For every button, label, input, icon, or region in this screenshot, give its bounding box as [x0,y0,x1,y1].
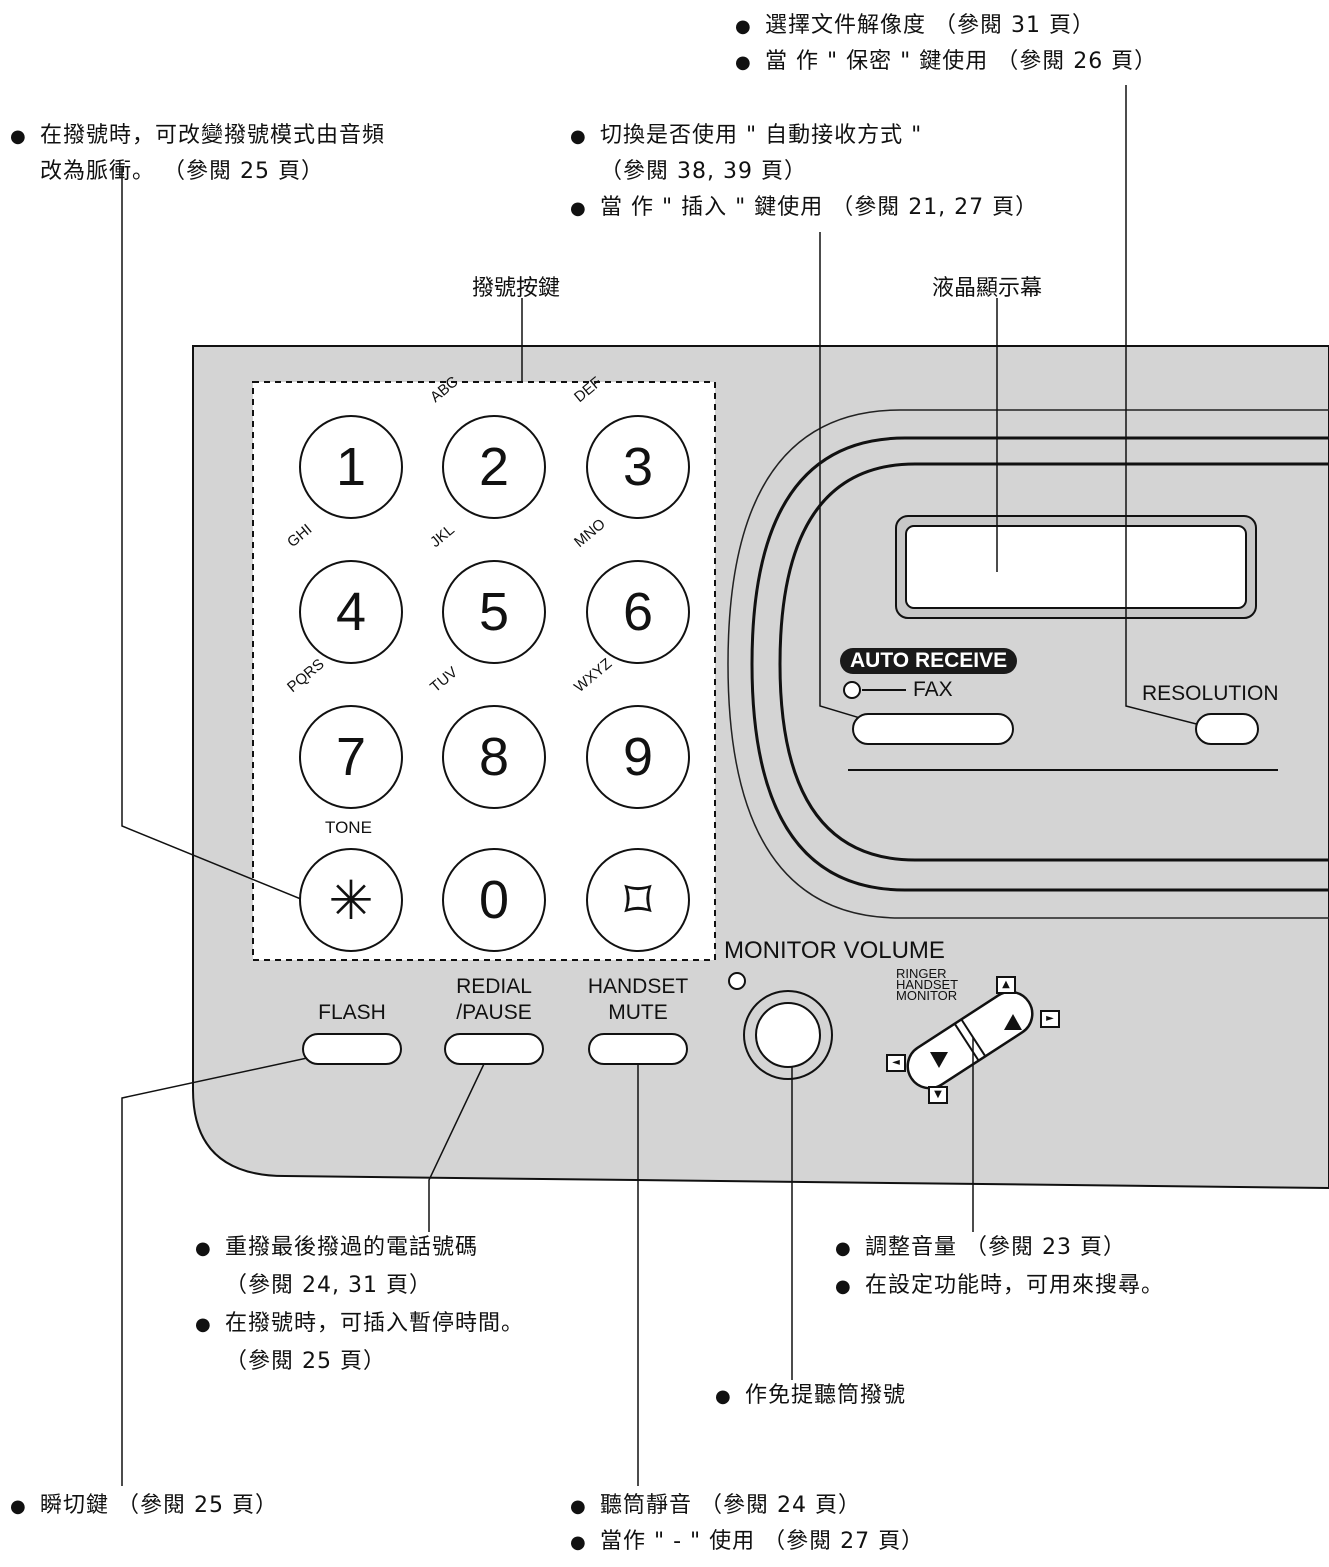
auto-receive-button[interactable] [852,713,1014,745]
volume-up-arrow [1004,1014,1022,1030]
handset-mute-button[interactable] [588,1033,688,1065]
resolution-button[interactable] [1195,713,1259,745]
handset-label: HANDSET [896,977,959,992]
fax-label: FAX [913,678,953,701]
note-auto-1: ●切換是否使用 " 自動接收方式 " [570,123,923,148]
display-oval-band [750,436,1329,892]
flash-label: FLASH [318,1001,386,1024]
note-redial-4: （參閱 25 頁） [225,1349,386,1374]
tone-label: TONE [325,818,372,837]
note-monitor-1: ●作免提聽筒撥號 [715,1383,907,1408]
monitor-led [728,972,746,990]
right-key-icon: ► [1040,1010,1060,1028]
flash-button[interactable] [302,1033,402,1065]
key-5[interactable]: 5 [442,560,546,664]
left-key-icon: ◄ [886,1054,906,1072]
key-3[interactable]: 3 [586,415,690,519]
display-oval-outer [727,409,1329,919]
note-volume-2: ●在設定功能時，可用來搜尋。 [835,1273,1165,1298]
key-4[interactable]: 4 [299,560,403,664]
monitor-button[interactable] [755,1002,821,1068]
note-volume-1: ●調整音量 （參閱 23 頁） [835,1235,1126,1260]
note-auto-3: ●當 作 " 插入 " 鍵使用 （參閱 21, 27 頁） [570,195,1039,220]
key-star[interactable]: ✳ [299,848,403,952]
redial-label-line2: /PAUSE [456,1001,532,1024]
note-resolution-2: ●當 作 " 保密 " 鍵使用 （參閱 26 頁） [735,49,1158,74]
monitor-volume-label: MONITOR VOLUME [724,937,945,964]
key-9[interactable]: 9 [586,705,690,809]
key-0[interactable]: 0 [442,848,546,952]
up-key-icon: ▲ [996,976,1016,994]
note-redial-2: （參閱 24, 31 頁） [225,1273,432,1298]
ringer-label: RINGER [896,966,947,981]
lcd-title: 液晶顯示幕 [932,276,1043,301]
key-6[interactable]: 6 [586,560,690,664]
leader-redial [428,1046,493,1232]
note-mute-2: ●當作 " - " 使用 （參閱 27 頁） [570,1529,925,1554]
callout-lines [121,85,1221,1486]
key-8[interactable]: 8 [442,705,546,809]
display-oval-inner [778,462,1329,862]
keypad-title: 撥號按鍵 [472,276,561,301]
redial-label-line1: REDIAL [456,975,532,998]
monitor-label: MONITOR [896,988,958,1003]
fax-led [843,681,861,699]
resolution-label: RESOLUTION [1142,682,1279,705]
note-redial-3: ●在撥號時，可插入暫停時間。 [195,1311,525,1336]
note-tone-2: 改為脈衝。 （參閱 25 頁） [40,159,324,184]
leader-tone [121,166,319,907]
key-7[interactable]: 7 [299,705,403,809]
note-mute-1: ●聽筒靜音 （參閱 24 頁） [570,1493,861,1518]
lcd-screen [905,525,1247,609]
auto-receive-label: AUTO RECEIVE [840,648,1018,674]
note-flash-1: ●瞬切鍵 （參閱 25 頁） [10,1493,278,1518]
down-key-icon: ▼ [928,1086,948,1104]
note-redial-1: ●重撥最後撥過的電話號碼 [195,1235,479,1260]
mute-label-line2: MUTE [608,1001,668,1024]
key-1[interactable]: 1 [299,415,403,519]
volume-down-arrow [930,1052,948,1068]
key-2[interactable]: 2 [442,415,546,519]
mute-label-line1: HANDSET [587,975,689,998]
redial-pause-button[interactable] [444,1033,544,1065]
note-resolution-1: ●選擇文件解像度 （參閱 31 頁） [735,13,1095,38]
key-hash[interactable]: ⌑ [586,848,690,952]
leader-flash [121,1046,359,1486]
leader-resolution [1125,85,1221,731]
volume-mode-labels: RINGER HANDSET MONITOR [896,966,959,1003]
note-tone-1: ●在撥號時，可改變撥號模式由音頻 [10,123,386,148]
note-auto-2: （參閱 38, 39 頁） [600,159,807,184]
redial-label: REDIAL /PAUSE [430,974,558,1026]
handset-mute-label: HANDSET MUTE [574,974,702,1026]
